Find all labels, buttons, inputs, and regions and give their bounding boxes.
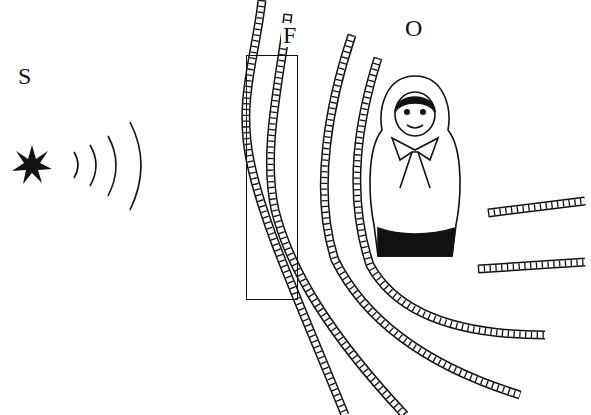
source-label: S	[16, 64, 33, 88]
wavefronts	[74, 122, 141, 210]
source-star	[12, 145, 52, 184]
frame-box: F	[246, 55, 298, 300]
frame-label: F	[281, 23, 298, 47]
matryoshka-doll	[370, 76, 460, 256]
hatched-bands	[246, 0, 585, 415]
observer-label: O	[403, 16, 424, 40]
